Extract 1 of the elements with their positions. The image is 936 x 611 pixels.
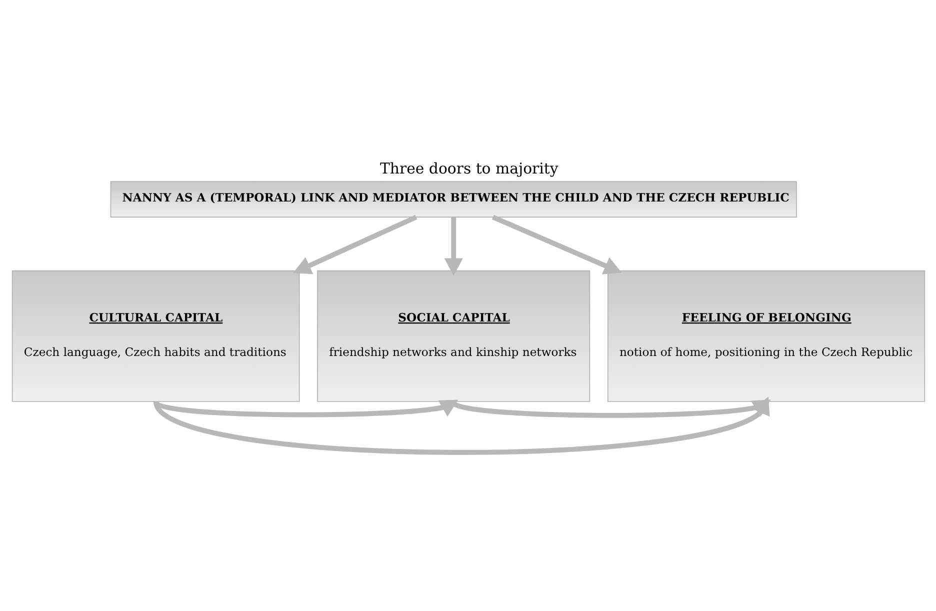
diagram-title: Three doors to majority — [379, 160, 558, 178]
